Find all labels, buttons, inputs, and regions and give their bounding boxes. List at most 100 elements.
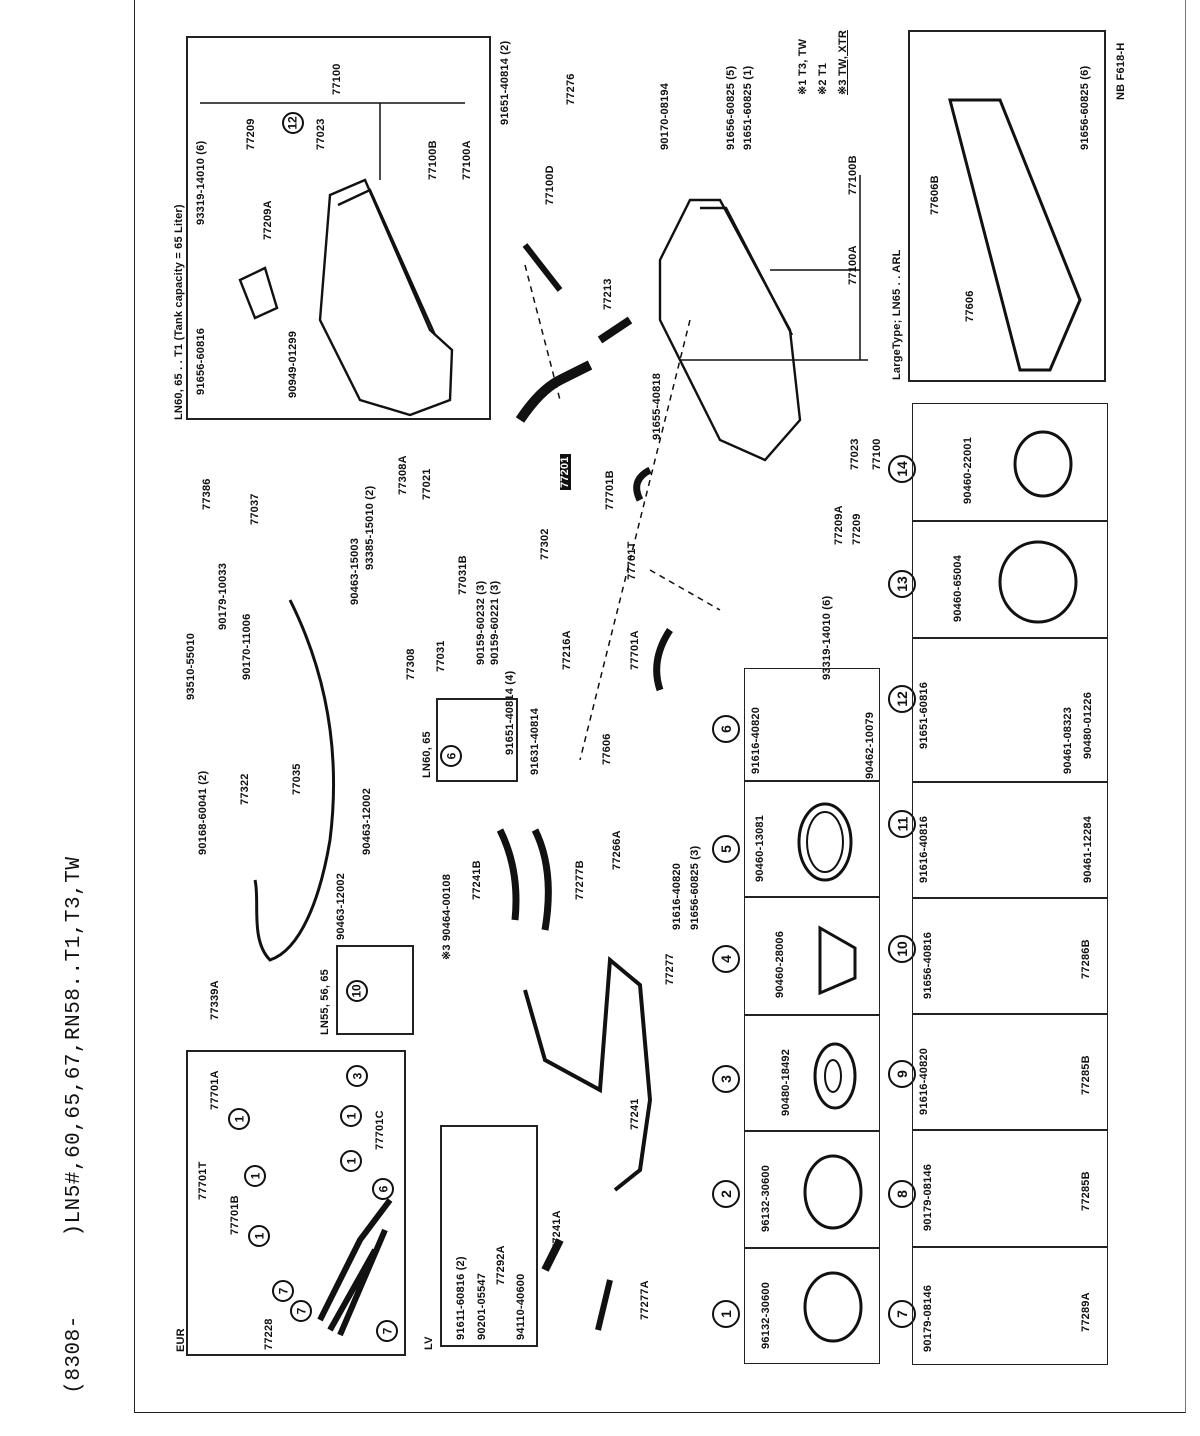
eur-lines-drawing	[317, 1198, 393, 1337]
callout-badge: 1	[244, 1165, 266, 1187]
part-label: 77241	[629, 1098, 641, 1130]
callout-1: 1	[712, 1300, 740, 1328]
part-label: 91656-60825 (5)	[725, 65, 737, 150]
part-label: 90463-12002	[361, 787, 373, 855]
grid-cell-4: 90460-28006	[744, 897, 880, 1015]
hose-bundle-large-drawing	[948, 98, 1082, 372]
part-label: 77209	[245, 118, 257, 150]
part-label: 77100	[331, 63, 343, 95]
callout-9: 9	[888, 1060, 916, 1088]
part-label: 90159-60232 (3)	[475, 580, 487, 665]
part-label-highlighted: 77201	[559, 454, 571, 490]
callout-badge: 7	[290, 1300, 312, 1322]
part-label: 90463-12002	[335, 872, 347, 940]
part-label: 77031B	[457, 555, 469, 595]
callout-8: 8	[888, 1180, 916, 1208]
diagram-code: NB F618-H	[1115, 42, 1127, 100]
hose-77277a-drawing	[595, 1279, 613, 1331]
part-label: 77292A	[495, 1245, 507, 1285]
callout-10: 10	[888, 935, 916, 963]
cable-77035-drawing	[253, 599, 336, 962]
part-label: 77209A	[262, 200, 274, 240]
part-label: 90168-60041 (2)	[197, 770, 209, 855]
inset-tank-65l-title: LN60, 65 . . T1 (Tank capacity = 65 Lite…	[173, 204, 185, 420]
part-label: 91616-40820	[671, 862, 683, 930]
part-label: 77100B	[427, 140, 439, 180]
part-label: 77308	[405, 648, 417, 680]
part-label: 77606	[601, 733, 613, 765]
grid-cell-7: 90179-08146 77289A	[912, 1247, 1108, 1365]
part-label: 91651-40814 (2)	[499, 40, 511, 125]
diagram-frame	[134, 0, 1186, 1413]
grid-cell-8: 90179-08146 77285B	[912, 1130, 1108, 1247]
inset-lv-title: LV	[423, 1336, 435, 1350]
filler-pipe-drawing	[515, 360, 593, 423]
part-label: 77322	[239, 773, 251, 805]
part-label: 77276	[565, 73, 577, 105]
hose-clamp-icon	[1013, 430, 1073, 498]
part-label: 77031	[435, 640, 447, 672]
legend-item-1: ※1 T3, TW	[797, 38, 809, 95]
inset-ln55	[336, 945, 414, 1035]
part-label: 77339A	[209, 980, 221, 1020]
part-label: 77209A	[833, 505, 845, 545]
part-label: 77228	[263, 1318, 275, 1350]
part-label: 77100A	[847, 245, 859, 285]
part-label: 90159-60221 (3)	[489, 580, 501, 665]
part-label: 90179-10033	[217, 562, 229, 630]
grid-cell-13: 90460-65004	[912, 521, 1108, 638]
part-label: 77701C	[374, 1110, 386, 1150]
hose-77701b-drawing	[633, 466, 652, 502]
sender-gauge-drawing	[238, 266, 279, 320]
part-label: 77035	[291, 763, 303, 795]
inset-ln60-title: LN60, 65	[421, 731, 433, 778]
part-label: 77216A	[561, 630, 573, 670]
part-label: 77266A	[611, 830, 623, 870]
callout-5: 5	[712, 835, 740, 863]
inset-large-type-title: LargeType; LN65 . . ARL	[891, 249, 903, 380]
part-label: 91656-60825 (6)	[1079, 65, 1091, 150]
grid-cell-11: 91616-40816 90461-12284	[912, 782, 1108, 898]
part-label: 77023	[315, 118, 327, 150]
callout-4: 4	[712, 945, 740, 973]
part-label: 91631-40814	[529, 707, 541, 775]
grid-cell-14: 90460-22001	[912, 403, 1108, 521]
grid-cell-9: 91616-40820 77285B	[912, 1014, 1108, 1130]
callout-11: 11	[888, 810, 916, 838]
part-label: 91611-60816 (2)	[455, 1256, 467, 1340]
callout-badge: 7	[272, 1280, 294, 1302]
callout-12: 12	[888, 685, 916, 713]
grid-cell-5: 90460-13081	[744, 781, 880, 897]
hose-77701a-drawing	[653, 628, 673, 692]
part-label: 77277	[664, 953, 676, 985]
pipe-77277-drawing	[523, 955, 653, 1192]
part-label: 77701A	[629, 630, 641, 670]
grid-cell-12: 91651-60816 90461-08323 90480-01226	[912, 638, 1108, 782]
inset-lv	[440, 1125, 538, 1347]
grid-cell-3: 90480-18492	[744, 1015, 880, 1131]
callout-badge: 12	[282, 112, 304, 134]
part-label: 77100A	[461, 140, 473, 180]
grid-cell-1: 96132-30600	[744, 1248, 880, 1364]
grid-cell-2: 96132-30600	[744, 1131, 880, 1248]
part-label: 90170-08194	[659, 82, 671, 150]
grid-cell-10: 91656-40816 77286B	[912, 898, 1108, 1014]
part-label: 77021	[421, 468, 433, 500]
callout-badge: 1	[340, 1105, 362, 1127]
pipe-77241a-drawing	[541, 1238, 564, 1272]
part-label: 77100B	[847, 155, 859, 195]
part-label: 77606	[964, 290, 976, 322]
callout-6: 6	[712, 715, 740, 743]
clamp-icon	[803, 1154, 863, 1230]
fuel-tank-main-drawing	[658, 198, 802, 462]
part-label: 90201-05547	[476, 1272, 488, 1340]
part-label: ※3 90464-00108	[441, 873, 453, 960]
grid-cell-6: 91616-40820 90462-10079	[744, 668, 880, 781]
part-label: 77606B	[929, 175, 941, 215]
inset-tank-65l	[186, 36, 491, 420]
part-label: 77023	[849, 438, 861, 470]
callout-badge: 6	[372, 1178, 394, 1200]
callout-14: 14	[888, 455, 916, 483]
part-label: 77701T	[626, 541, 638, 580]
